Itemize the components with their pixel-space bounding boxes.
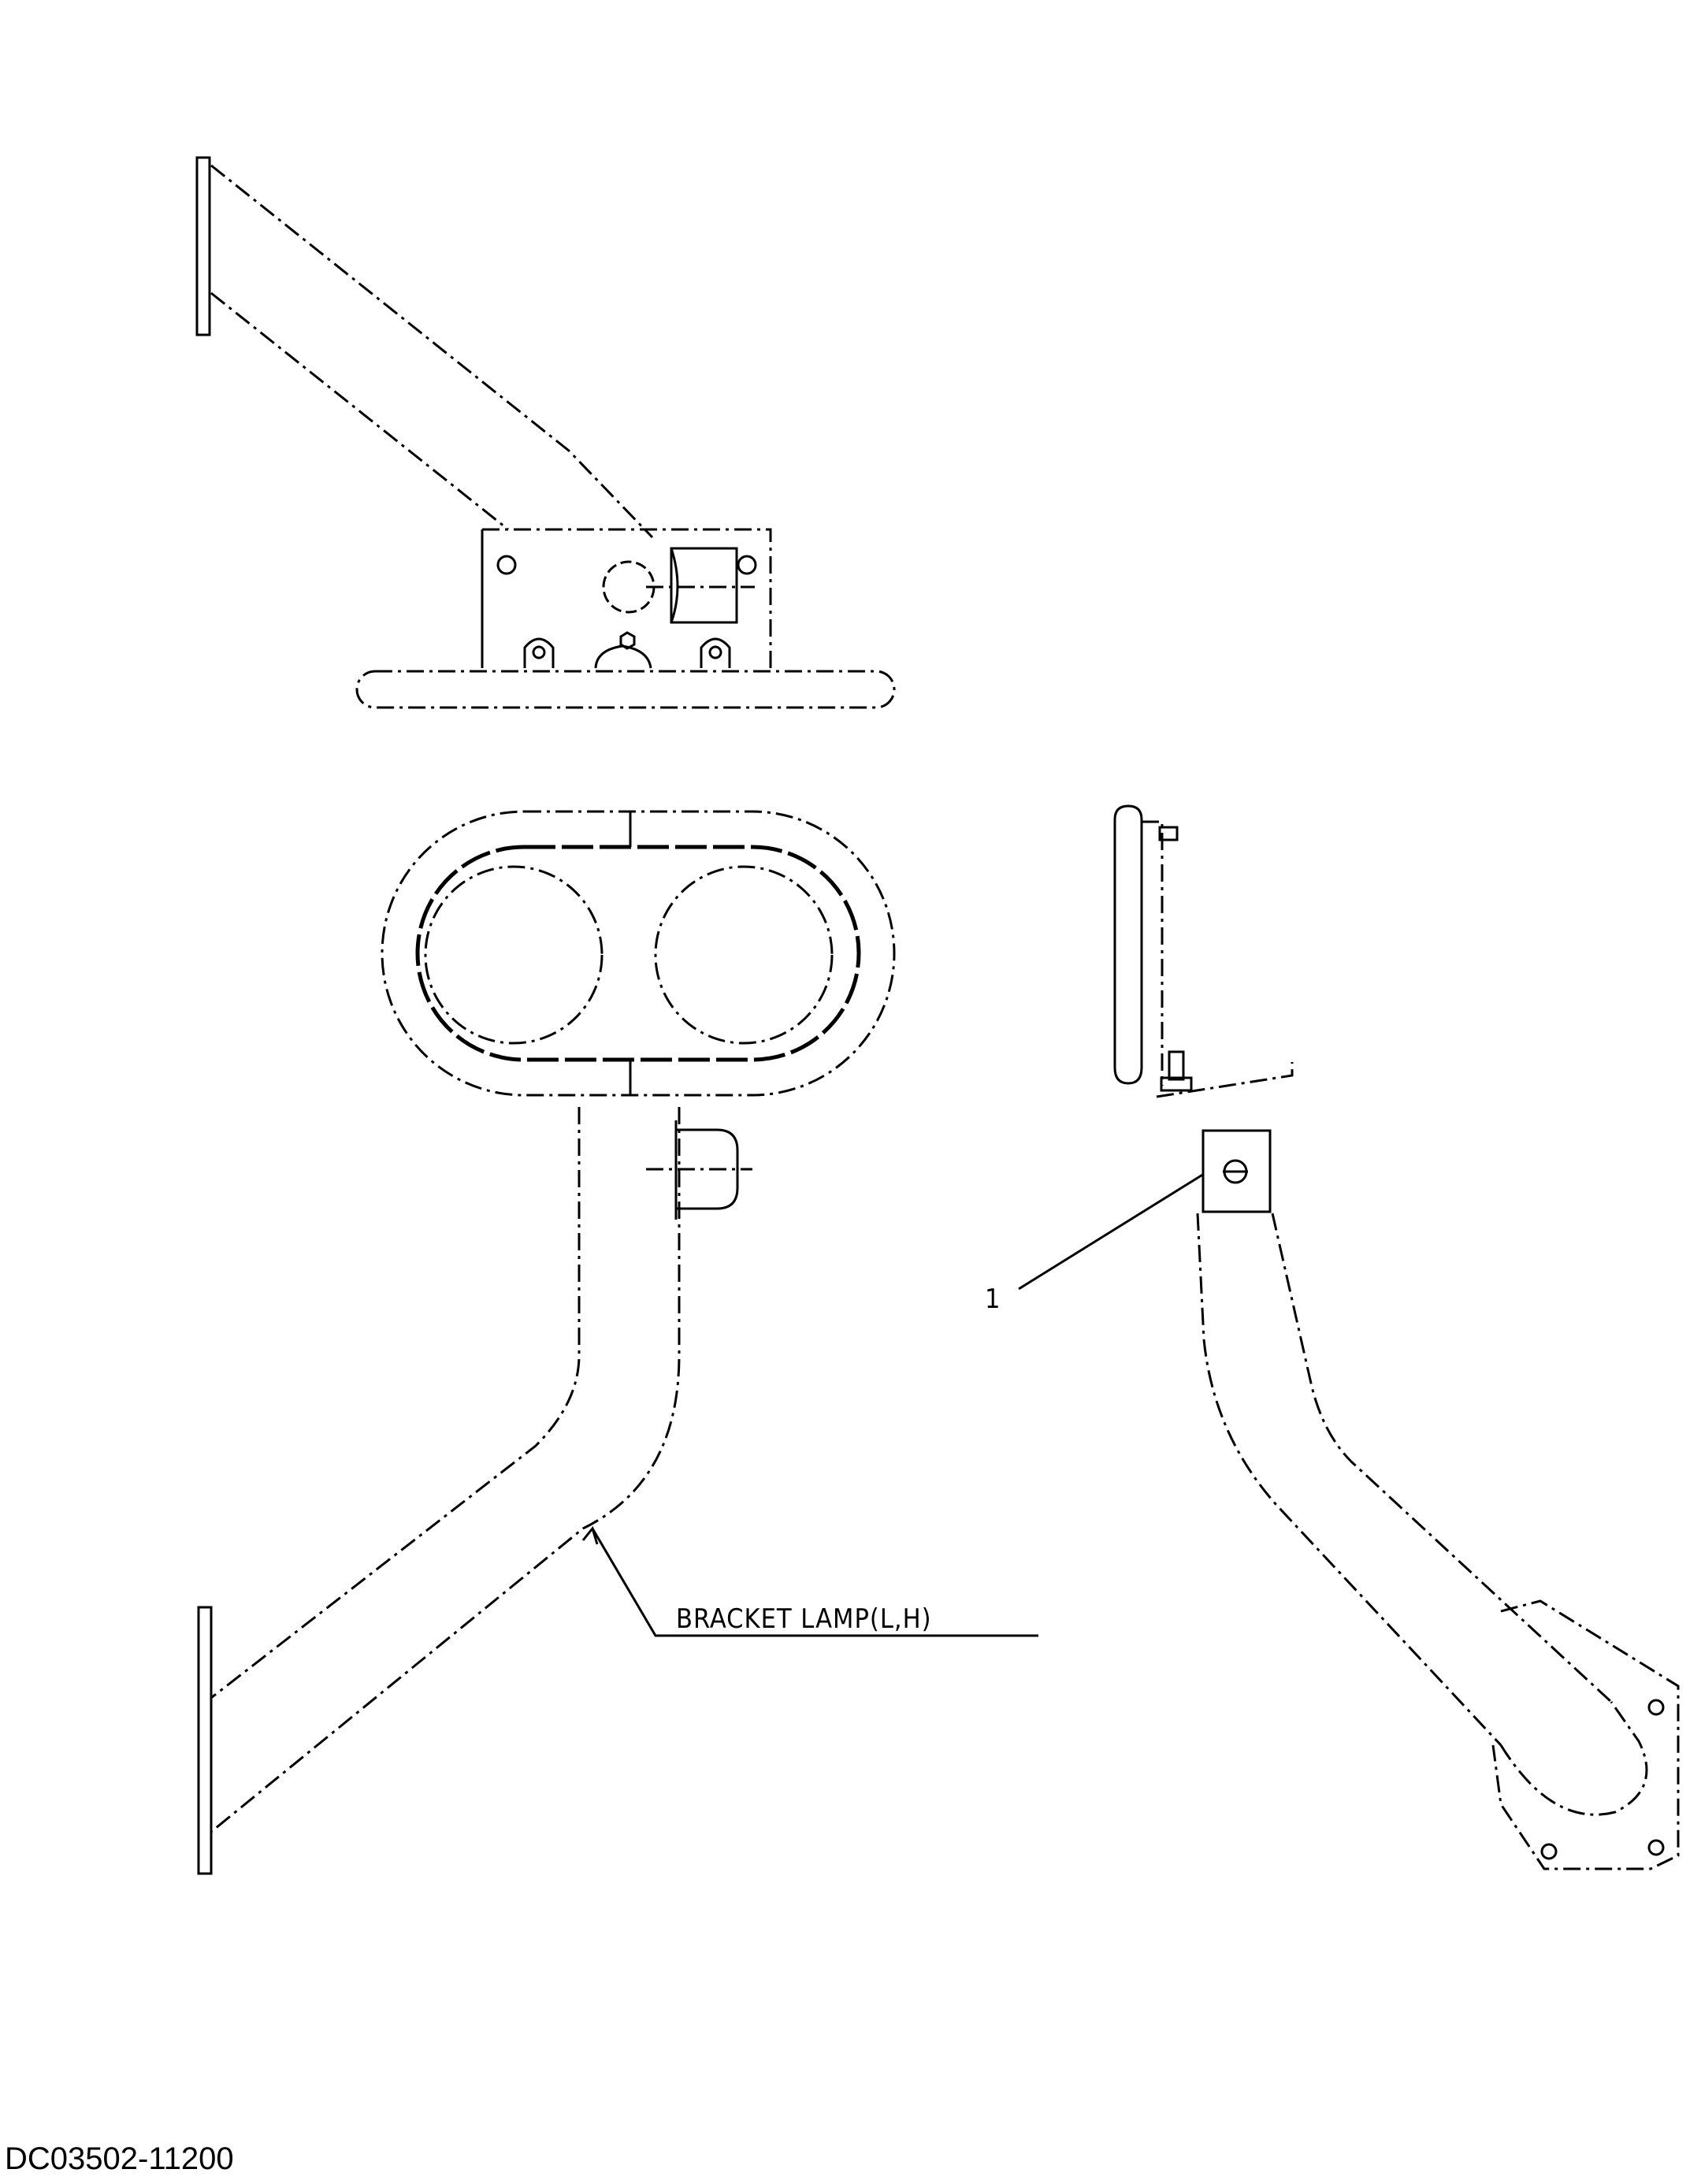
front-view-u-clamp — [676, 1128, 739, 1210]
side-view-top-bolt — [1158, 826, 1179, 841]
top-view-u-clamp — [670, 547, 738, 624]
side-view-hole-lower-right — [1647, 1839, 1665, 1856]
side-view-hole-lower-left — [1540, 1843, 1558, 1860]
front-view-lamp-right — [654, 865, 834, 1045]
side-view-mount-edge — [1142, 820, 1164, 1086]
bracket-lamp-leader — [591, 1528, 1038, 1637]
top-view-tube-upper-edge — [210, 164, 654, 539]
top-view-lug-right-bolt — [708, 645, 722, 659]
top-view-hole-right — [737, 555, 757, 575]
drawing-number: DC03502-11200 — [5, 2141, 234, 2176]
top-view-plate-outline — [482, 528, 772, 668]
side-view-plate — [1156, 1062, 1294, 1098]
top-view-guard-rail — [355, 670, 896, 709]
side-view-stem-right-edge — [1271, 1213, 1613, 1703]
front-view-flange — [197, 1606, 213, 1875]
side-view-hole-upper — [1647, 1699, 1665, 1716]
side-view-bolt-nut — [1160, 1076, 1193, 1092]
item-1-plate — [1201, 1129, 1272, 1213]
item-1-callout: 1 — [985, 1172, 1205, 1315]
front-view-guard-inner — [415, 845, 861, 1062]
front-view-guard-outer — [381, 810, 896, 1097]
front-view-lamp-left — [424, 865, 604, 1045]
side-view-stem-left-edge — [1196, 1213, 1502, 1747]
front-view-stem-right-edge — [210, 1107, 681, 1833]
side-view — [1113, 804, 1680, 1870]
item-1-leader — [1018, 1172, 1205, 1291]
top-view-nut-mount — [594, 644, 652, 669]
top-view-tube-lower-edge — [210, 292, 509, 531]
top-view-lug-left-bolt — [532, 645, 546, 659]
bracket-lamp-label: BRACKET LAMP(L,H) — [676, 1603, 932, 1635]
bracket-lamp-callout: BRACKET LAMP(L,H) — [581, 1525, 1038, 1637]
side-view-bolt — [1168, 1050, 1185, 1081]
side-view-tube-end — [1499, 1701, 1648, 1816]
top-view-flange — [195, 156, 211, 336]
item-1-label: 1 — [985, 1283, 1001, 1315]
side-view-flange — [1491, 1599, 1680, 1870]
top-view-hole-left — [496, 555, 517, 575]
front-view-stem-left-edge — [210, 1107, 581, 1699]
side-view-guard-rail — [1113, 804, 1143, 1085]
top-view-nut — [619, 631, 636, 650]
bracket-lamp-arrowhead — [581, 1525, 599, 1545]
front-view — [197, 810, 896, 1875]
top-view-lug-left — [523, 637, 555, 668]
top-view-lug-right — [700, 637, 731, 668]
top-view — [195, 156, 896, 709]
